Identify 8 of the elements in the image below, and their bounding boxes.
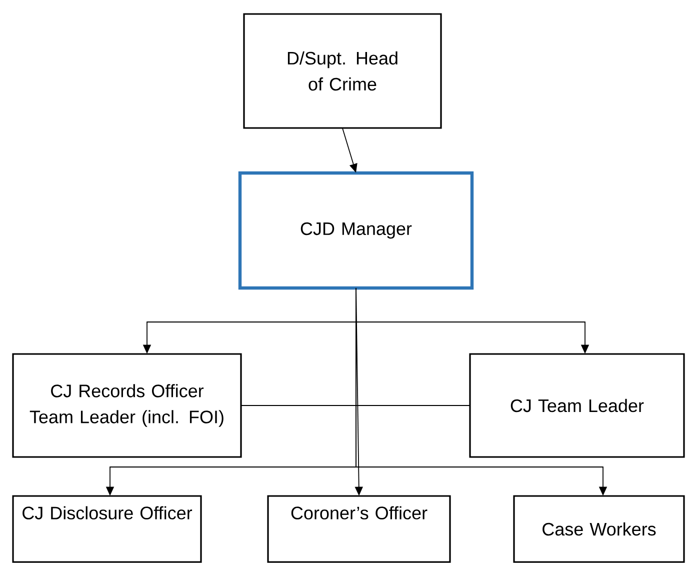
org-box: Case Workers	[513, 495, 685, 563]
connector	[240, 405, 470, 406]
org-box: CJD Manager	[238, 171, 474, 290]
org-box: CJ Records Officer Team Leader (incl. FOI)	[12, 353, 242, 458]
org-box: Coroner’s Officer	[267, 495, 451, 563]
org-box: CJ Disclosure Officer	[12, 495, 202, 563]
org-box: CJ Team Leader	[469, 353, 685, 458]
org-box: D/Supt. Head of Crime	[243, 13, 442, 129]
